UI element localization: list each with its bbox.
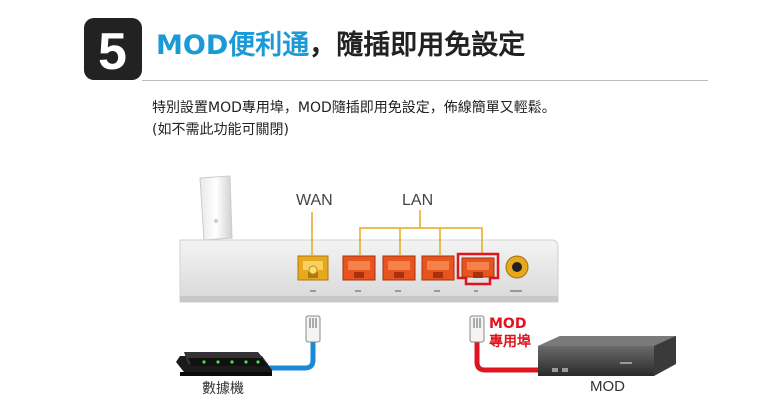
- mod-set-top-box: [538, 336, 676, 376]
- dc-power-jack: [505, 255, 529, 279]
- mod-cable: [469, 315, 548, 373]
- wan-label: WAN: [296, 192, 333, 209]
- description-line-2: (如不需此功能可關閉): [152, 122, 289, 138]
- title-divider: [142, 80, 708, 81]
- description: 特別設置MOD專用埠，MOD隨插即用免設定，佈線簡單又輕鬆。 (如不需此功能可關…: [152, 97, 556, 141]
- page-title: MOD便利通，隨插即用免設定: [156, 28, 525, 64]
- step-number-badge: 5: [84, 18, 142, 80]
- lan-label: LAN: [402, 192, 434, 209]
- title-rest: ，隨插即用免設定: [309, 30, 526, 61]
- mod-port-label: MOD 專用埠: [489, 315, 531, 351]
- mod-label: MOD: [590, 378, 625, 395]
- lan-port-3: [421, 255, 455, 281]
- port-markings: [310, 290, 522, 292]
- title-highlight: MOD便利通: [156, 30, 310, 61]
- router-antenna: [199, 175, 233, 241]
- mod-port-label-line-1: MOD: [489, 316, 527, 332]
- modem-device: [176, 352, 272, 376]
- lan-port-1: [342, 255, 376, 281]
- lan-port-2: [382, 255, 416, 281]
- modem-cable: [268, 315, 321, 371]
- mod-dedicated-port: [456, 252, 500, 286]
- modem-label: 數據機: [202, 381, 244, 397]
- step-number: 5: [98, 23, 127, 80]
- lan-bracket: [359, 210, 483, 255]
- wan-port: [297, 255, 329, 281]
- description-line-1: 特別設置MOD專用埠，MOD隨插即用免設定，佈線簡單又輕鬆。: [152, 100, 556, 116]
- mod-port-label-line-2: 專用埠: [489, 334, 531, 350]
